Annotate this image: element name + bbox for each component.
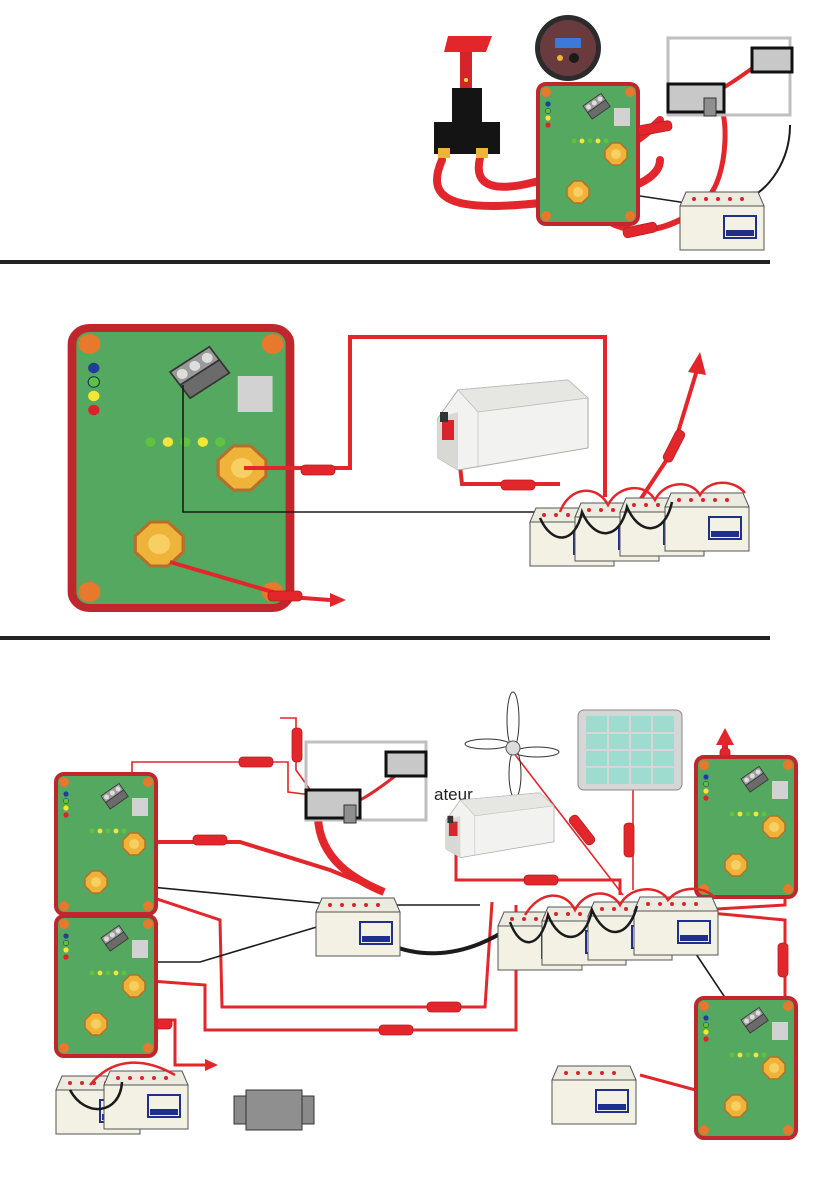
battery xyxy=(680,192,764,250)
arrow-up-2 xyxy=(716,728,734,745)
section-middle xyxy=(72,328,749,608)
cable-board-a-to-bank xyxy=(100,880,492,1007)
battery-bank-4 xyxy=(530,483,749,566)
fuse-3 xyxy=(301,465,335,475)
arrow-output xyxy=(330,593,346,607)
fuse-9 xyxy=(193,835,227,845)
wind-turbine xyxy=(465,692,559,798)
fuse-15 xyxy=(624,823,634,857)
control-board xyxy=(538,84,638,224)
control-board-left-bottom xyxy=(56,916,156,1056)
starter-motor xyxy=(668,38,792,116)
cable-battery-ground xyxy=(745,125,790,200)
section-top xyxy=(434,15,792,250)
inverter xyxy=(446,793,554,858)
isolator-block xyxy=(234,1090,314,1130)
solar-panel xyxy=(578,710,682,790)
section-bottom: ateur xyxy=(56,692,796,1138)
fuse-10 xyxy=(427,1002,461,1012)
fuse-6 xyxy=(662,429,686,464)
starter-motor xyxy=(306,742,426,823)
cable-bank-out xyxy=(640,370,697,500)
fuse-11 xyxy=(379,1025,413,1035)
arrow-up xyxy=(688,352,706,375)
fuse-4 xyxy=(501,480,535,490)
starter-battery xyxy=(316,898,400,956)
fuse-7 xyxy=(239,757,273,767)
battery-pair xyxy=(56,1063,188,1134)
fuse-8 xyxy=(292,728,302,762)
control-board-right-bottom xyxy=(696,998,796,1138)
single-battery xyxy=(552,1066,636,1124)
fuse-5 xyxy=(268,591,302,601)
control-board-left-top xyxy=(56,774,156,914)
inverter xyxy=(438,380,588,470)
fuse-13 xyxy=(524,875,558,885)
cable-heavy-starter xyxy=(318,818,384,892)
arrow-right xyxy=(205,1059,218,1071)
fuse-17 xyxy=(778,943,788,977)
battery-switch xyxy=(434,36,500,158)
battery-monitor xyxy=(535,15,601,81)
control-board-right-top xyxy=(696,757,796,897)
battery-bank-4 xyxy=(498,889,718,970)
